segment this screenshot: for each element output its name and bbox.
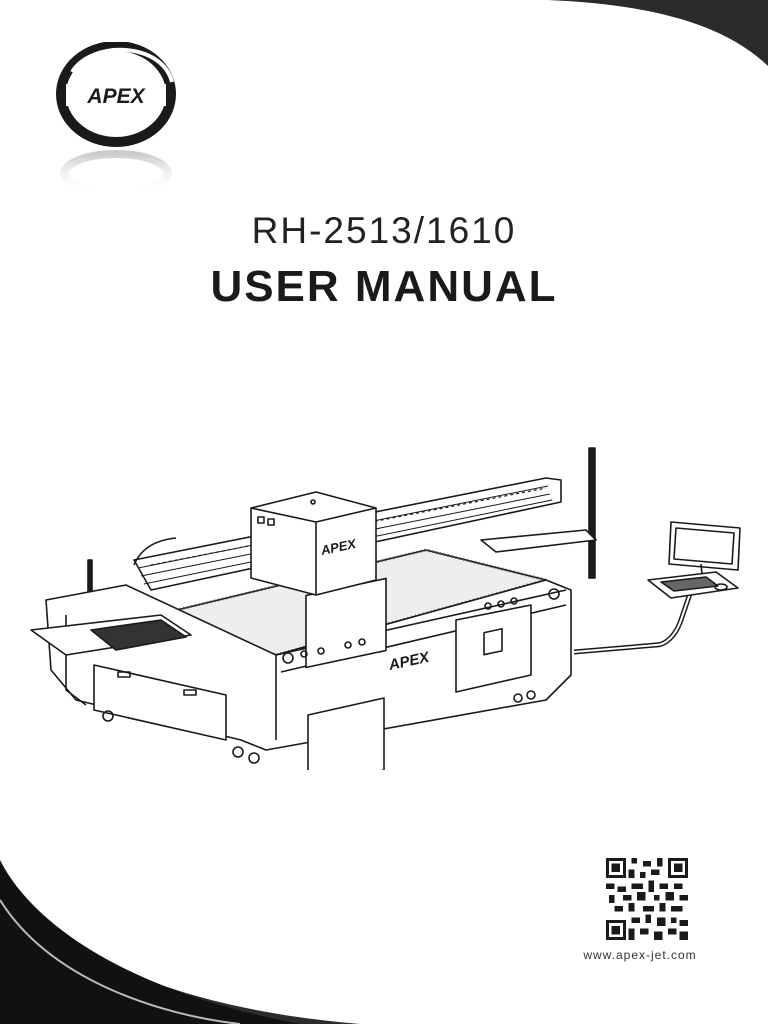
model-number: RH-2513/1610: [251, 210, 517, 251]
website-url[interactable]: www.apex-jet.com: [583, 948, 697, 962]
document-title: USER MANUAL: [210, 262, 558, 311]
logo-text: APEX: [86, 85, 146, 108]
apex-logo-icon: APEX: [56, 42, 176, 192]
qr-code-icon: [606, 858, 688, 940]
printer-illustration: APEX APEX: [30, 447, 741, 770]
